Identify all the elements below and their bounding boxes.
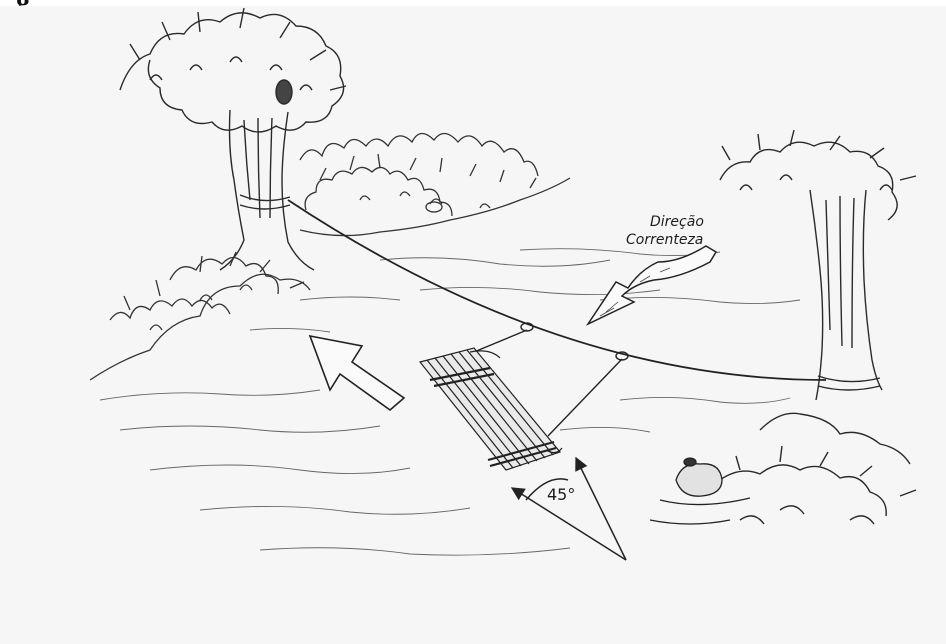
current-direction-label-line-2: Correnteza	[626, 232, 703, 248]
current-direction-label-line-1: Direção	[650, 214, 704, 230]
left-bank-bushes	[89, 251, 311, 381]
angle-indicator	[510, 456, 627, 561]
far-bank-bushes	[299, 132, 571, 237]
log-raft	[418, 347, 563, 471]
paper-background	[0, 6, 946, 644]
crossing-direction-arrow	[308, 334, 406, 412]
current-arrow-shading	[599, 267, 671, 317]
river-rock	[649, 457, 751, 525]
right-tree	[719, 129, 917, 525]
current-direction-arrow	[585, 245, 718, 326]
raft-tethers	[473, 322, 629, 437]
angle-label: 45°	[547, 485, 575, 504]
left-tree	[119, 7, 347, 271]
crossing-rope	[287, 199, 827, 381]
